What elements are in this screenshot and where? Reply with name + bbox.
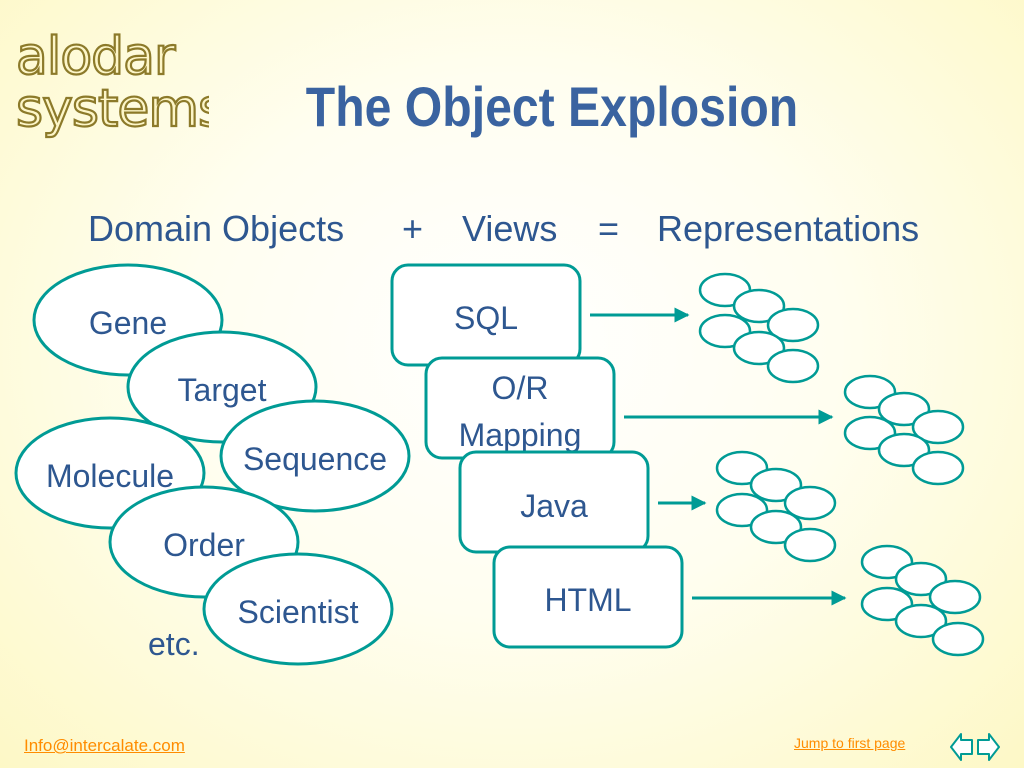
representations-label: Representations [657, 208, 920, 249]
view-label-line1: O/R [492, 370, 549, 406]
view-label: SQL [454, 300, 518, 336]
domain-object-sequence: Sequence [219, 399, 411, 513]
view-label: Java [520, 488, 588, 524]
view-box-sql: SQL [390, 263, 582, 367]
domain-objects-label: Domain Objects [88, 208, 345, 249]
alodar-systems-logo: alodar systems [15, 26, 209, 140]
view-box-or-mapping: O/R Mapping [424, 356, 616, 460]
domain-object-label: Gene [89, 305, 167, 341]
email-link[interactable]: Info@intercalate.com [24, 736, 185, 755]
back-arrow-icon[interactable] [950, 731, 974, 763]
representation-cluster-html [860, 544, 985, 657]
view-box-java: Java [458, 450, 650, 554]
plus-sign: + [402, 208, 424, 249]
domain-object-label: Sequence [243, 441, 387, 477]
domain-object-label: Scientist [238, 594, 359, 630]
view-box-html: HTML [492, 545, 684, 649]
domain-object-label: Order [163, 527, 245, 563]
view-label-line2: Mapping [459, 417, 582, 453]
domain-object-scientist: Scientist [202, 552, 394, 666]
jump-to-first-page-link[interactable]: Jump to first page [794, 735, 906, 751]
logo-line2: systems [16, 79, 209, 139]
slide-title: The Object Explosion [305, 75, 799, 138]
forward-arrow-icon[interactable] [976, 731, 1000, 763]
etc-label: etc. [148, 626, 200, 662]
representation-cluster-sql [698, 272, 820, 384]
views-label: Views [462, 208, 558, 249]
representation-cluster-java [715, 450, 837, 563]
view-label: HTML [544, 582, 631, 618]
domain-object-label: Target [178, 372, 267, 408]
equals-sign: = [598, 208, 620, 249]
domain-object-label: Molecule [46, 458, 174, 494]
representation-cluster-or-mapping [843, 374, 965, 486]
logo-line1: alodar [16, 27, 176, 87]
